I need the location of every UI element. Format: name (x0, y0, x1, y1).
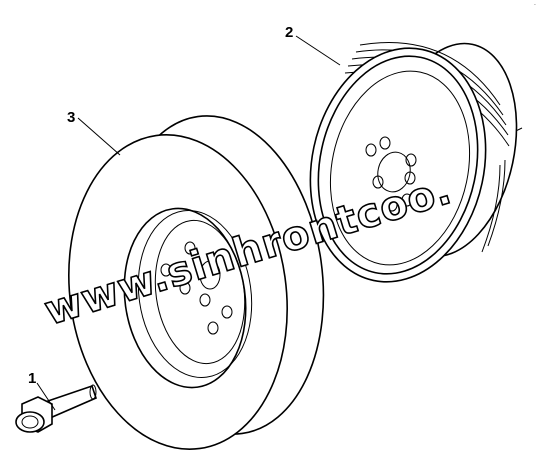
callout-2-label: 2 (285, 24, 293, 41)
damper (68, 115, 325, 450)
callout-2: 2 (285, 24, 341, 66)
callout-1-label: 1 (28, 370, 36, 387)
callout-3: 3 (67, 109, 121, 156)
corner-mark: - (534, 2, 536, 8)
pulley (309, 42, 523, 283)
callout-1: 1 (28, 370, 56, 411)
callout-3-label: 3 (67, 109, 75, 126)
bolt (15, 384, 97, 433)
